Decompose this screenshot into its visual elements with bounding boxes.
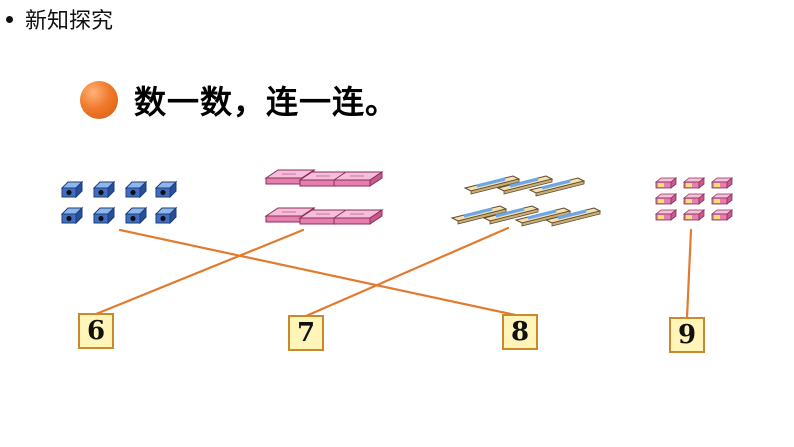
bullet-dot <box>6 15 13 23</box>
number-box-9[interactable]: 9 <box>669 317 705 353</box>
instruction: 数一数，连一连。 <box>80 78 398 122</box>
link-line-small-erasers-9 <box>685 228 693 320</box>
small-eraser-group <box>655 177 733 221</box>
eraser-group <box>265 169 383 225</box>
instruction-text: 数一数，连一连。 <box>134 83 399 121</box>
number-box-8[interactable]: 8 <box>502 314 538 350</box>
ruler-group <box>450 174 602 228</box>
link-line-erasers-6 <box>94 228 305 316</box>
number-box-7[interactable]: 7 <box>288 315 324 351</box>
sharpener-group <box>61 181 177 224</box>
section-header: 新知探究 <box>6 4 113 34</box>
number-box-6[interactable]: 6 <box>78 313 114 349</box>
link-line-sharpeners-8 <box>118 228 522 318</box>
link-line-rulers-7 <box>304 226 510 318</box>
orange-ball-icon <box>80 81 118 119</box>
section-title: 新知探究 <box>25 9 114 34</box>
